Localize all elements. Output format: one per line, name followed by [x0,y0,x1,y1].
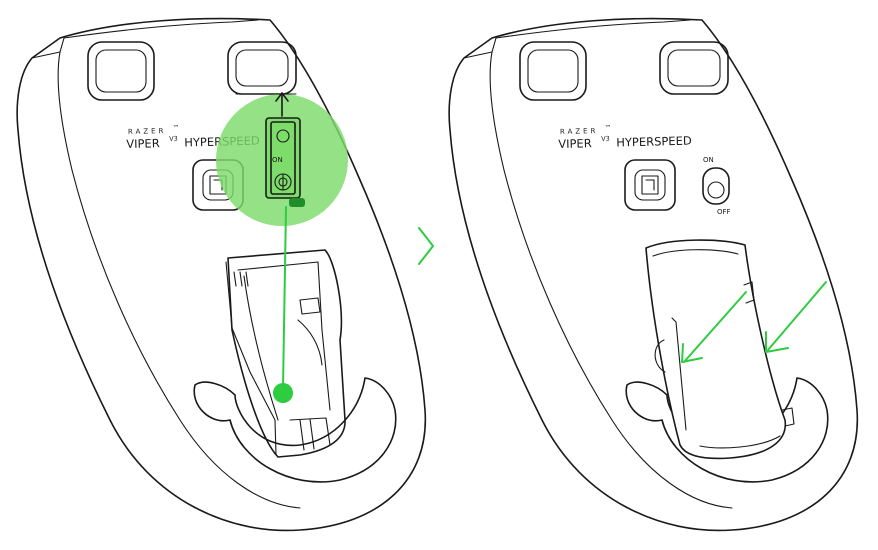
switch-pull-tab [289,198,305,207]
switch-highlight-callout: ON [216,92,348,403]
pointer-arrow-icon [765,281,827,353]
chevron-right-icon [418,227,434,265]
brand-logo-text: RAZER [560,127,599,136]
model-name: VIPER [126,136,160,151]
switch-on-label: ON [272,156,283,164]
right-brand-text: RAZER ™ VIPER V3 HYPERSPEED [558,124,692,151]
model-suffix: HYPERSPEED [616,134,692,150]
arrow-up-icon [275,92,289,117]
model-version: V3 [601,135,610,143]
power-switch: ON OFF [702,156,731,216]
switch-off-label: OFF [717,208,731,216]
brand-logo-text: RAZER [128,127,167,136]
battery-compartment [225,249,346,458]
left-mouse-underside: RAZER ™ VIPER V3 HYPERSPEED [16,17,427,532]
right-sensor [624,159,676,211]
callout-leader-line [282,206,287,389]
battery-cover [645,239,795,460]
right-mouse-underside: ON OFF RAZER ™ VIPER V3 HYPERSPEED [448,17,859,532]
switch-on-label: ON [703,156,714,164]
callout-dot [273,383,293,403]
trademark-mark: ™ [173,124,180,132]
trademark-mark: ™ [605,124,612,132]
model-name: VIPER [558,136,592,151]
pointer-arrow-icon [681,291,747,363]
model-version: V3 [169,135,178,143]
